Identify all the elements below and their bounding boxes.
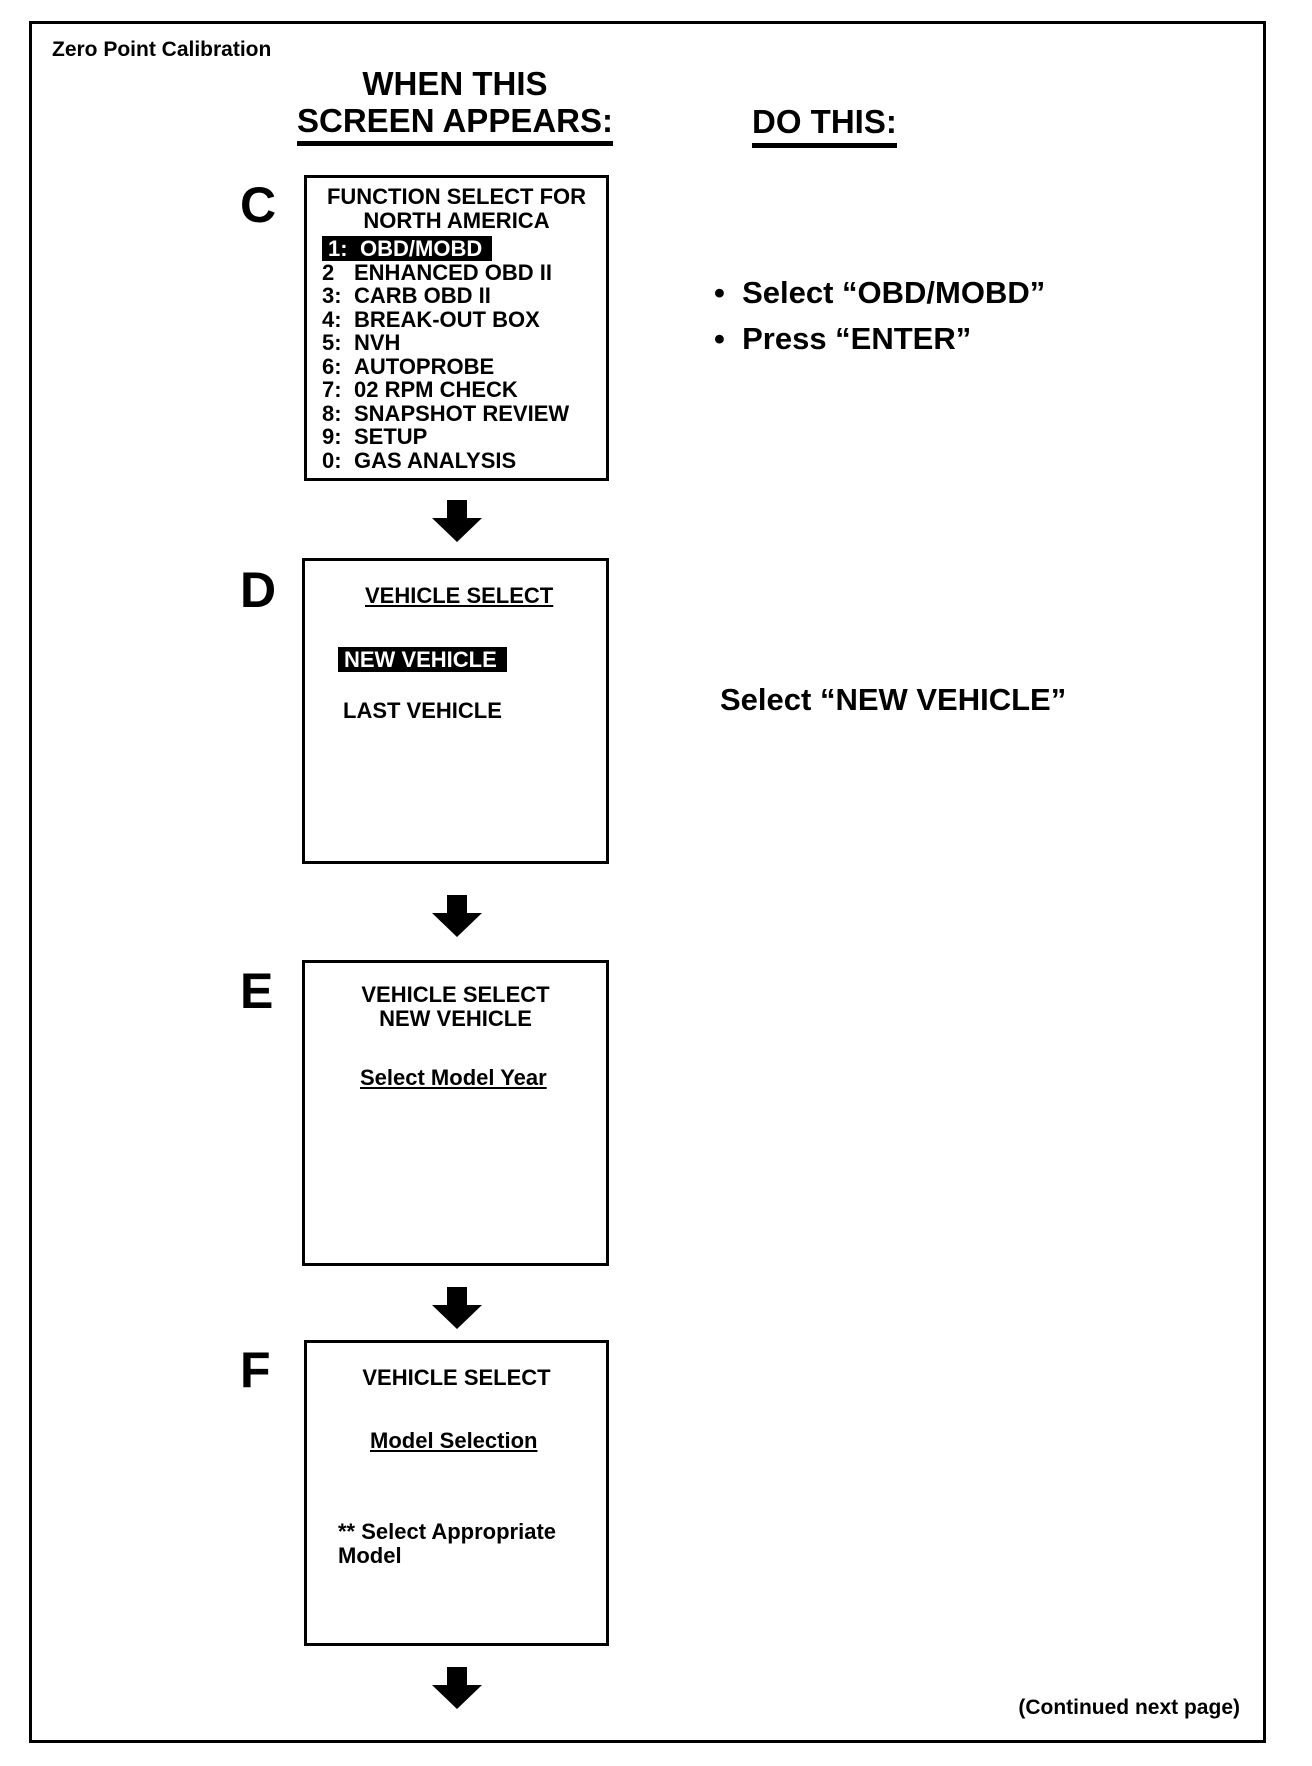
- screen-e-title: VEHICLE SELECT NEW VEHICLE: [302, 983, 609, 1030]
- step-letter-c: C: [240, 177, 277, 233]
- screen-d-title: VEHICLE SELECT: [365, 583, 554, 608]
- column-header-action-label: DO THIS:: [752, 103, 897, 148]
- menu-item: 3:CARB OBD II: [322, 283, 491, 308]
- screen-model-selection: [304, 1340, 609, 1646]
- column-header-line1: WHEN THIS: [362, 65, 548, 102]
- step-letter-e: E: [240, 963, 274, 1019]
- screen-e-title-line2: NEW VEHICLE: [379, 1005, 532, 1031]
- instruction-item: • Press “ENTER”: [714, 321, 972, 356]
- screen-f-title: VEHICLE SELECT: [362, 1365, 551, 1390]
- option-new-vehicle: NEW VEHICLE: [338, 647, 507, 672]
- down-arrow-icon: [432, 500, 482, 542]
- menu-item: 0:GAS ANALYSIS: [322, 447, 517, 473]
- menu-item: 9:SETUP: [322, 424, 428, 449]
- note-line2: Model: [338, 1542, 402, 1568]
- screen-function-select: [304, 175, 609, 481]
- down-arrow-icon: [432, 895, 482, 937]
- instruction-item: • Select “OBD/MOBD”: [714, 275, 1046, 310]
- menu-item: 4:BREAK-OUT BOX: [322, 306, 540, 332]
- menu-item: 5:NVH: [322, 330, 401, 355]
- screen-c-title-line1: FUNCTION SELECT FOR: [326, 184, 587, 209]
- option-last-vehicle: LAST VEHICLE: [343, 698, 502, 723]
- screen-c-title: FUNCTION SELECT FOR NORTH AMERICA: [304, 185, 609, 232]
- note-line1: ** Select Appropriate: [338, 1519, 557, 1544]
- page-border: [29, 21, 1266, 1743]
- column-header-action: DO THIS:: [752, 103, 897, 148]
- model-selection-prompt: Model Selection: [370, 1428, 538, 1453]
- select-model-note: ** Select Appropriate Model: [338, 1520, 556, 1567]
- column-header-line2: SCREEN APPEARS:: [297, 102, 613, 146]
- screen-e-title-line1: VEHICLE SELECT: [361, 982, 550, 1007]
- screen-new-vehicle: [302, 960, 609, 1266]
- column-header-screen: WHEN THIS SCREEN APPEARS:: [290, 65, 620, 146]
- select-model-year-prompt: Select Model Year: [360, 1065, 547, 1090]
- menu-item: 1:OBD/MOBD: [322, 236, 569, 261]
- continued-note: (Continued next page): [1018, 1696, 1240, 1719]
- step-letter-f: F: [240, 1342, 271, 1398]
- down-arrow-icon: [432, 1667, 482, 1709]
- menu-item-highlight: 1:OBD/MOBD: [322, 236, 493, 261]
- instructions-c: • Select “OBD/MOBD” • Press “ENTER”: [714, 270, 1045, 362]
- menu-item: 7:02 RPM CHECK: [322, 377, 518, 402]
- down-arrow-icon: [432, 1287, 482, 1329]
- screen-c-title-line2: NORTH AMERICA: [363, 207, 550, 233]
- screen-vehicle-select: [302, 558, 609, 864]
- menu-item: 6:AUTOPROBE: [322, 353, 495, 379]
- step-letter-d: D: [240, 562, 277, 618]
- menu-item: 8:SNAPSHOT REVIEW: [322, 400, 570, 426]
- instruction-d: Select “NEW VEHICLE”: [720, 682, 1067, 717]
- document-title: Zero Point Calibration: [52, 38, 272, 61]
